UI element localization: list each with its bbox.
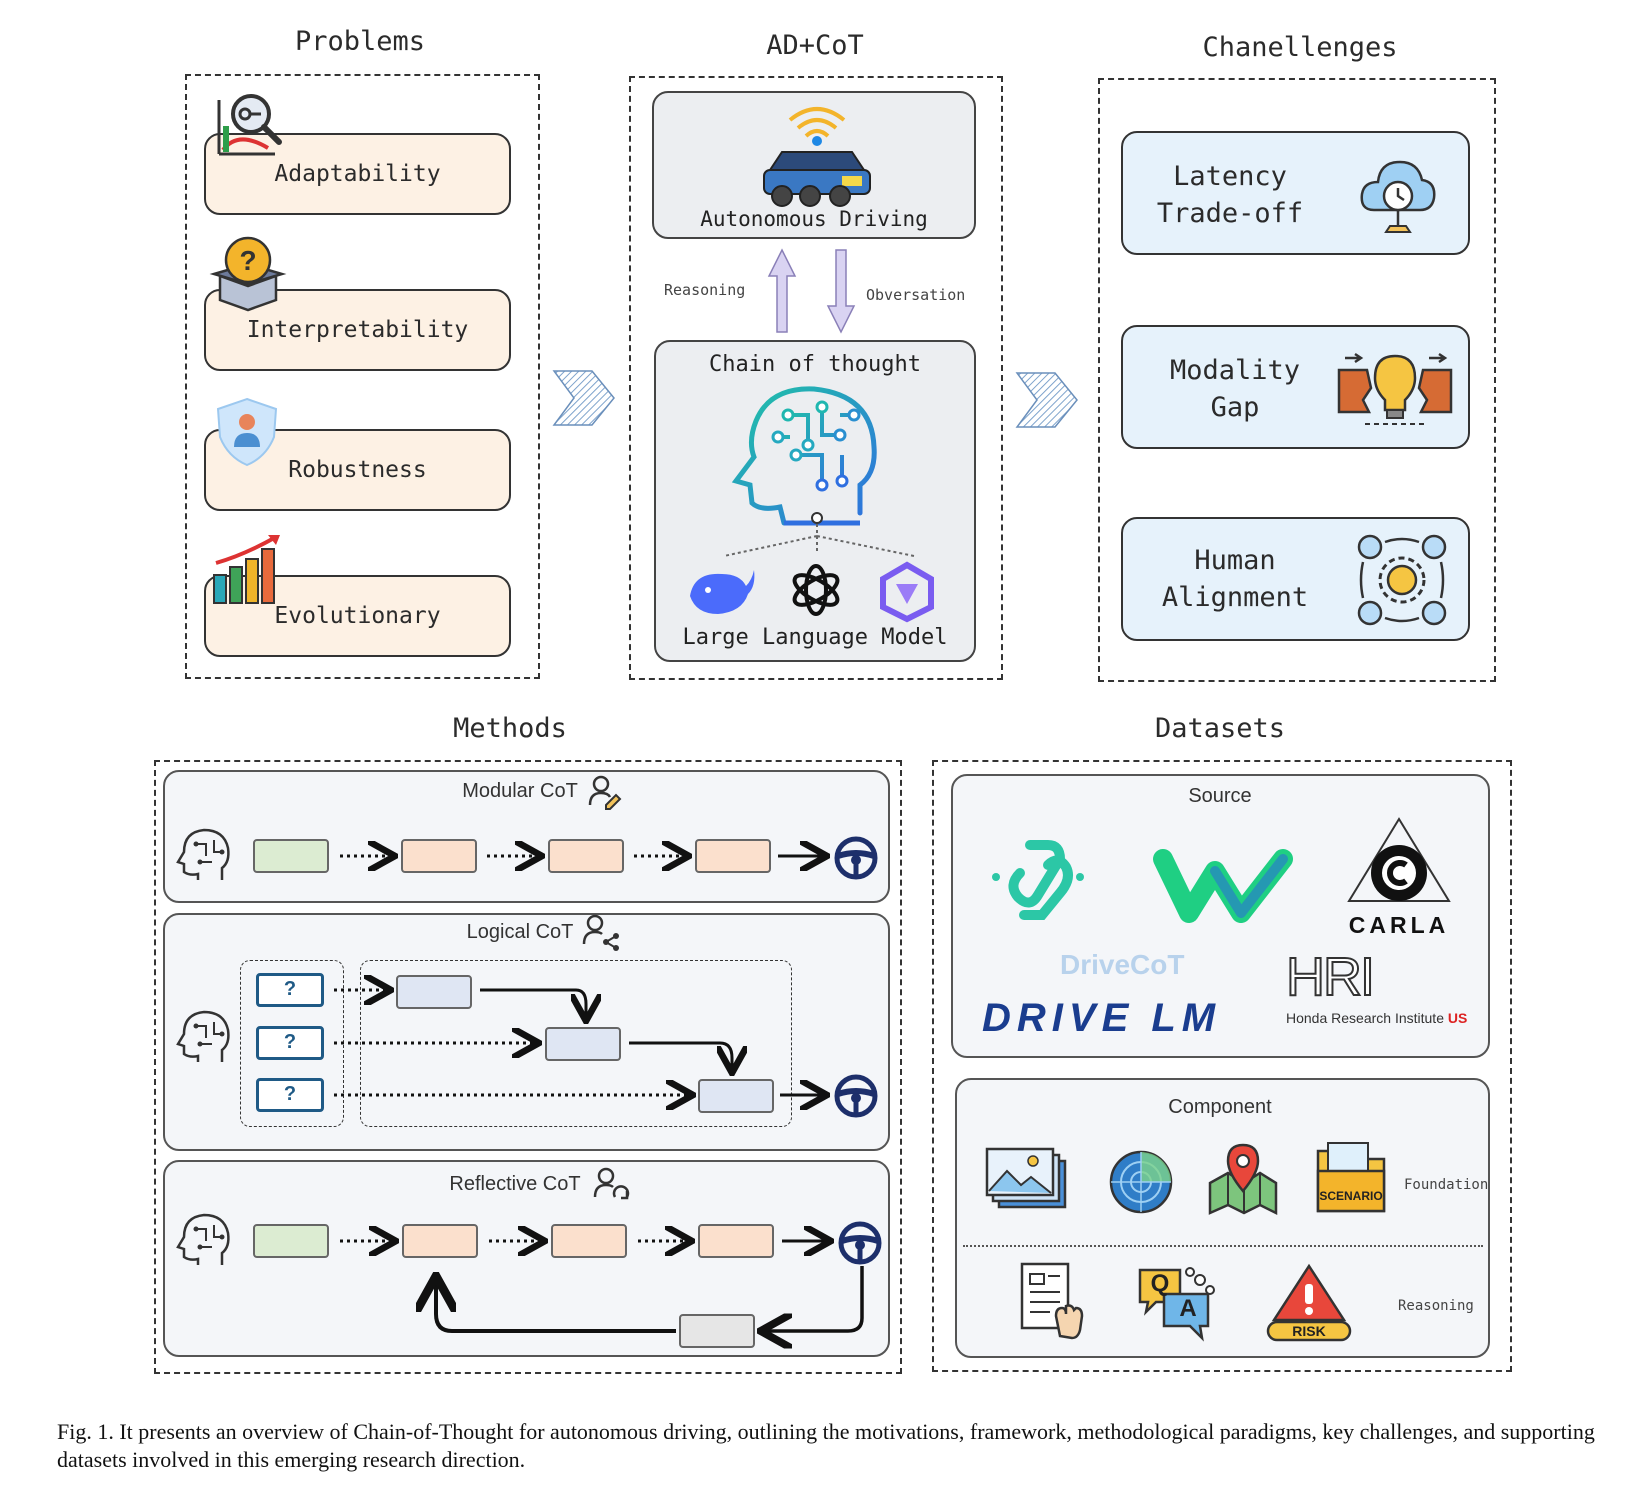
reasoning-dataset-label: Reasoning xyxy=(1398,1298,1474,1314)
step-box xyxy=(698,1079,774,1113)
brain-circuit-icon xyxy=(731,386,877,526)
carla-logo-icon xyxy=(1347,817,1451,902)
step-box xyxy=(698,1224,774,1258)
observation-label: Obversation xyxy=(866,286,966,304)
scenario-folder-icon xyxy=(1316,1142,1386,1213)
foundation-label: Foundation xyxy=(1404,1177,1489,1193)
carla-logo-text: CARLA xyxy=(1348,912,1450,938)
reasoning-arrow-up-icon xyxy=(767,248,797,333)
component-title: Component xyxy=(1168,1096,1272,1118)
problem-label: Interpretability xyxy=(246,317,469,343)
problem-label: Adaptability xyxy=(274,161,441,187)
map-pin-icon xyxy=(1208,1143,1278,1216)
qwen-logo-icon xyxy=(880,561,934,623)
challenges-title: Chanellenges xyxy=(1202,32,1398,63)
whale-logo-icon xyxy=(690,570,755,614)
openai-logo-icon xyxy=(792,564,840,616)
datasets-panel xyxy=(932,760,1512,1372)
hri-caption-text: Honda Research Institute xyxy=(1286,1010,1448,1026)
adcot-panel xyxy=(629,76,1003,680)
problem-robustness: Robustness xyxy=(204,429,511,511)
challenges-panel xyxy=(1098,78,1496,682)
growth-chart-icon xyxy=(213,535,280,604)
step-box xyxy=(551,1224,627,1258)
steering-wheel-icon xyxy=(834,836,878,880)
steering-wheel-icon xyxy=(838,1221,882,1265)
step-box xyxy=(253,1224,329,1258)
chain-link-logo-icon xyxy=(992,840,1084,920)
reflection-box xyxy=(679,1314,755,1348)
reasoning-label: Reasoning xyxy=(664,281,746,299)
question-box: ? xyxy=(256,973,324,1007)
risk-warning-icon xyxy=(1266,1263,1352,1342)
hri-us-text: US xyxy=(1447,1010,1468,1026)
cloud-timer-icon xyxy=(1360,160,1436,233)
steering-wheel-icon xyxy=(834,1074,878,1118)
step-box xyxy=(545,1027,621,1061)
question-box: ? xyxy=(256,1026,324,1060)
reflective-cot-title: Reflective CoT xyxy=(449,1173,581,1195)
hri-caption: Honda Research Institute US xyxy=(1286,1010,1486,1026)
qa-a-label: A xyxy=(1179,1295,1197,1322)
llm-connector-icon xyxy=(723,512,915,557)
document-tap-icon xyxy=(1020,1262,1084,1340)
gear-people-icon xyxy=(1357,534,1447,626)
image-gallery-icon xyxy=(985,1147,1067,1209)
svg-text:?: ? xyxy=(239,245,256,276)
methods-panel xyxy=(154,760,902,1374)
datasets-title: Datasets xyxy=(1154,713,1286,744)
problems-panel xyxy=(185,74,540,679)
autonomous-driving-label: Autonomous Driving xyxy=(700,207,928,231)
person-edit-icon xyxy=(588,775,622,810)
step-box xyxy=(695,839,771,873)
problems-title: Problems xyxy=(294,26,426,57)
radar-icon xyxy=(1109,1150,1173,1214)
qa-chat-icon xyxy=(1138,1267,1215,1342)
step-box xyxy=(402,1224,478,1258)
chevron-right-icon xyxy=(552,370,615,426)
head-circuit-icon xyxy=(176,1213,230,1265)
scenario-label: SCENARIO xyxy=(1319,1189,1383,1203)
problem-label: Robustness xyxy=(288,457,427,483)
adcot-title: AD+CoT xyxy=(766,30,864,61)
risk-label: RISK xyxy=(1292,1323,1326,1339)
logical-cot-title: Logical CoT xyxy=(466,921,574,943)
step-box xyxy=(548,839,624,873)
drivecot-logo: DriveCoT xyxy=(1060,949,1185,980)
observation-arrow-down-icon xyxy=(826,249,856,334)
problem-adaptability: Adaptability xyxy=(204,133,511,215)
question-box-icon: ? xyxy=(209,236,287,312)
head-circuit-icon xyxy=(176,828,230,880)
step-group xyxy=(360,960,792,1127)
head-circuit-icon xyxy=(176,1010,230,1062)
person-refresh-icon xyxy=(593,1167,630,1200)
bulb-gap-icon xyxy=(1337,352,1453,425)
step-box xyxy=(396,975,472,1009)
llm-label: Large Language Model xyxy=(682,625,948,650)
waymo-logo-icon xyxy=(1153,849,1293,923)
step-box xyxy=(253,839,329,873)
shield-person-icon xyxy=(216,397,278,467)
drivelm-logo: DRIVE LM xyxy=(982,996,1222,1040)
person-network-icon xyxy=(582,914,619,951)
step-box xyxy=(401,839,477,873)
source-title: Source xyxy=(1188,785,1252,807)
hri-logo: HRI xyxy=(1285,947,1376,1007)
magnifier-chart-icon xyxy=(217,94,282,156)
problem-label: Evolutionary xyxy=(274,603,441,629)
component-divider xyxy=(963,1245,1483,1247)
modular-cot-panel xyxy=(163,770,890,903)
question-box: ? xyxy=(256,1078,324,1112)
chevron-right-icon xyxy=(1015,372,1078,428)
qa-q-label: Q xyxy=(1150,1270,1170,1297)
chain-of-thought-label: Chain of thought xyxy=(709,352,921,377)
methods-title: Methods xyxy=(453,713,567,744)
figure-caption: Fig. 1. It presents an overview of Chain… xyxy=(57,1419,1595,1472)
car-wifi-icon xyxy=(763,107,871,207)
modular-cot-title: Modular CoT xyxy=(462,780,578,802)
